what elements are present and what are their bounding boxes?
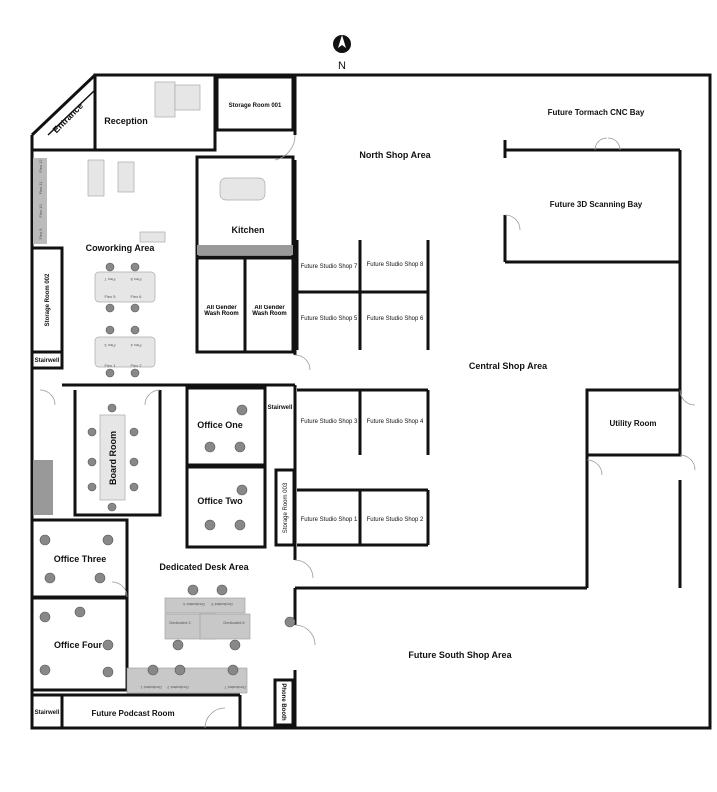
room-label-studio-shop-7: Future Studio Shop 7 bbox=[301, 264, 358, 270]
room-label-office-two: Office Two bbox=[197, 496, 243, 506]
room-label-coworking: Coworking Area bbox=[86, 243, 156, 253]
room-label-studio-shop-4: Future Studio Shop 4 bbox=[367, 419, 424, 425]
room-label-stairwell-center: Stairwell bbox=[268, 405, 293, 411]
desk-label-flex-5: Flex 5 bbox=[105, 294, 117, 299]
interior-walls bbox=[30, 73, 682, 730]
room-label-storage-003: Storage Room 003 bbox=[283, 482, 289, 533]
room-label-washroom-2: All Gender Wash Room bbox=[252, 305, 287, 317]
desk-label-dedicated-7: Dedicated 7 bbox=[224, 685, 246, 690]
room-label-north-shop: North Shop Area bbox=[359, 150, 431, 160]
room-label-scanning-bay: Future 3D Scanning Bay bbox=[550, 200, 643, 209]
room-label-dedicated-desk: Dedicated Desk Area bbox=[159, 562, 249, 572]
desk-label-flex-10: Flex 10 bbox=[38, 204, 43, 218]
desk-label-flex-4: Flex 4 bbox=[130, 343, 142, 348]
north-arrow-icon bbox=[333, 35, 351, 53]
desk-label-flex-12: Flex 12 bbox=[38, 159, 43, 173]
desk-label-flex-7: Flex 7 bbox=[104, 277, 116, 282]
room-label-board-room: Board Room bbox=[108, 431, 118, 485]
desk-label-flex-11: Flex 11 bbox=[38, 181, 43, 195]
desk-label-flex-6: Flex 6 bbox=[131, 294, 143, 299]
desk-label-flex-9: Flex 9 bbox=[38, 228, 43, 240]
room-label-washroom-1: All Gender Wash Room bbox=[204, 305, 239, 317]
room-label-south-shop: Future South Shop Area bbox=[408, 650, 512, 660]
room-label-stairwell-west: Stairwell bbox=[35, 358, 60, 364]
room-label-cnc-bay: Future Tormach CNC Bay bbox=[548, 108, 645, 117]
desk-label-flex-2: Flex 2 bbox=[131, 363, 143, 368]
room-label-reception: Reception bbox=[104, 116, 148, 126]
room-label-office-three: Office Three bbox=[54, 554, 107, 564]
desk-label-flex-8: Flex 8 bbox=[130, 277, 142, 282]
compass-label: N bbox=[338, 60, 346, 72]
room-label-storage-002: Storage Room 002 bbox=[45, 273, 51, 326]
room-label-stairwell-south: Stairwell bbox=[35, 710, 60, 716]
room-label-studio-shop-2: Future Studio Shop 2 bbox=[367, 517, 424, 523]
furniture bbox=[33, 81, 296, 694]
desk-label-dedicated-6: Dedicated 6 bbox=[223, 620, 245, 625]
room-label-studio-shop-5: Future Studio Shop 5 bbox=[301, 316, 358, 322]
desk-label-dedicated-4: Dedicated 4 bbox=[183, 602, 205, 607]
room-label-studio-shop-8: Future Studio Shop 8 bbox=[367, 262, 424, 268]
room-label-studio-shop-3: Future Studio Shop 3 bbox=[301, 419, 358, 425]
desk-label-dedicated-5: Dedicated 5 bbox=[211, 602, 233, 607]
room-label-podcast: Future Podcast Room bbox=[91, 709, 174, 718]
desk-label-dedicated-3: Dedicated 3 bbox=[169, 620, 191, 625]
room-label-office-four: Office Four bbox=[54, 640, 102, 650]
desk-label-dedicated-1: Dedicated 1 bbox=[140, 685, 162, 690]
desk-label-flex-1: Flex 1 bbox=[105, 363, 117, 368]
room-label-office-one: Office One bbox=[197, 420, 243, 430]
door-swings bbox=[39, 134, 696, 729]
room-label-central-shop: Central Shop Area bbox=[469, 361, 548, 371]
room-label-phone-booth: Phone Booth bbox=[280, 683, 286, 721]
desk-label-dedicated-2: Dedicated 2 bbox=[167, 685, 189, 690]
room-label-kitchen: Kitchen bbox=[231, 225, 264, 235]
room-label-storage-001: Storage Room 001 bbox=[229, 103, 282, 109]
chairs bbox=[39, 262, 248, 678]
desk-label-flex-3: Flex 3 bbox=[104, 343, 116, 348]
room-label-entrance: Entrance bbox=[51, 101, 85, 135]
room-label-utility: Utility Room bbox=[609, 419, 656, 428]
room-label-studio-shop-6: Future Studio Shop 6 bbox=[367, 316, 424, 322]
room-label-studio-shop-1: Future Studio Shop 1 bbox=[301, 517, 358, 523]
